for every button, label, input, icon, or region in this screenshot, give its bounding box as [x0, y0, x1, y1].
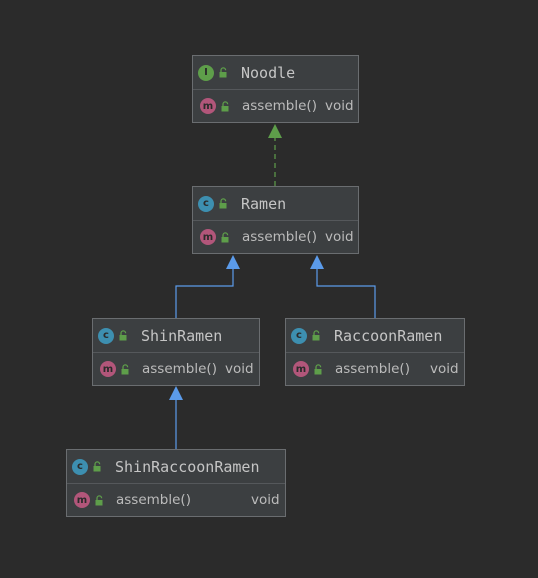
method-return-type: void — [250, 492, 280, 508]
class-name: RaccoonRamen — [334, 326, 443, 345]
inheritance-line-raccoonramen-ramen — [316, 269, 376, 318]
method-row[interactable]: m assemble() void — [67, 484, 285, 516]
inheritance-arrowhead-shinramen — [169, 386, 183, 400]
public-lock-icon — [314, 363, 322, 374]
class-box-ramen[interactable]: c Ramen m assemble() void — [192, 186, 359, 254]
inheritance-line-shinramen-ramen — [175, 269, 234, 318]
class-header: c ShinRaccoonRamen — [67, 450, 285, 484]
method-return-type: void — [224, 361, 254, 377]
public-lock-icon — [119, 330, 127, 341]
class-header: c Ramen — [193, 187, 358, 221]
class-icon: c — [98, 327, 114, 344]
method-return-type: void — [324, 98, 354, 114]
method-row[interactable]: m assemble() void — [193, 221, 358, 253]
method-row[interactable]: m assemble() void — [286, 353, 464, 385]
method-return-type: void — [429, 361, 459, 377]
public-lock-icon — [95, 494, 103, 505]
inheritance-arrowhead-ramen-right — [310, 255, 324, 269]
class-box-shinraccoonramen[interactable]: c ShinRaccoonRamen m assemble() void — [66, 449, 286, 517]
public-lock-icon — [312, 330, 320, 341]
interface-icon: I — [198, 64, 214, 81]
class-box-raccoonramen[interactable]: c RaccoonRamen m assemble() void — [285, 318, 465, 386]
interface-name: Noodle — [241, 63, 296, 82]
method-icon: m — [74, 492, 90, 508]
class-header: c ShinRamen — [93, 319, 259, 353]
class-header: c RaccoonRamen — [286, 319, 464, 353]
class-name: ShinRamen — [141, 326, 223, 345]
public-lock-icon — [221, 100, 229, 111]
class-name: Ramen — [241, 194, 287, 213]
method-name: assemble() — [335, 361, 410, 377]
public-lock-icon — [219, 67, 227, 78]
public-lock-icon — [219, 198, 227, 209]
method-name: assemble() — [142, 361, 217, 377]
method-return-type: void — [324, 229, 354, 245]
public-lock-icon — [93, 461, 101, 472]
class-icon: c — [72, 458, 88, 475]
public-lock-icon — [121, 363, 129, 374]
method-name: assemble() — [242, 98, 317, 114]
public-lock-icon — [221, 231, 229, 242]
class-icon: c — [291, 327, 307, 344]
class-box-shinramen[interactable]: c ShinRamen m assemble() void — [92, 318, 260, 386]
class-icon: c — [198, 195, 214, 212]
class-name: ShinRaccoonRamen — [115, 457, 260, 476]
method-name: assemble() — [242, 229, 317, 245]
interface-header: I Noodle — [193, 56, 358, 90]
method-icon: m — [293, 361, 309, 377]
realization-arrowhead — [268, 124, 282, 138]
method-name: assemble() — [116, 492, 191, 508]
method-icon: m — [100, 361, 116, 377]
method-row[interactable]: m assemble() void — [193, 90, 358, 122]
abstract-method-icon: m — [200, 98, 216, 114]
interface-box-noodle[interactable]: I Noodle m assemble() void — [192, 55, 359, 123]
method-row[interactable]: m assemble() void — [93, 353, 259, 385]
method-icon: m — [200, 229, 216, 245]
inheritance-arrowhead-ramen-left — [226, 255, 240, 269]
